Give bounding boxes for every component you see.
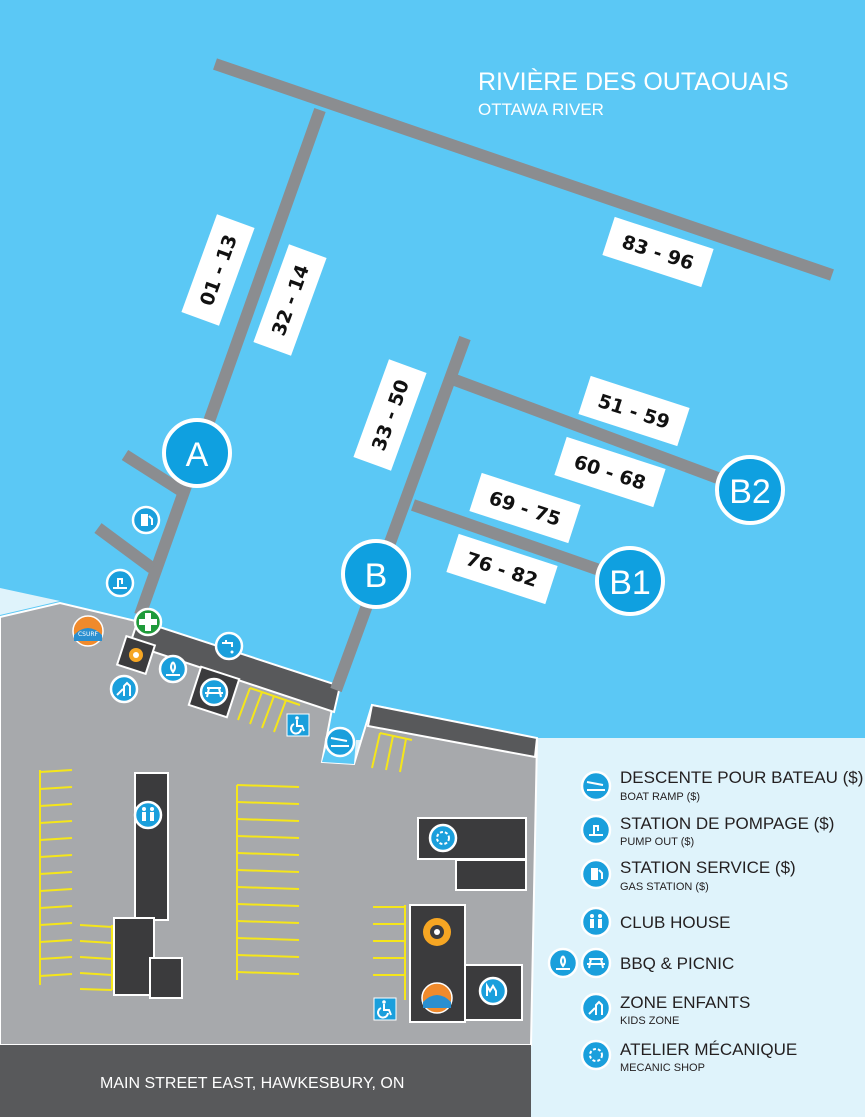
svg-text:B1: B1 — [609, 564, 651, 602]
legend-item-gas-station: STATION SERVICE ($) GAS STATION ($) — [580, 858, 796, 893]
buildings — [113, 634, 527, 1023]
first-aid-icon[interactable] — [133, 607, 163, 637]
water-tap-icon[interactable] — [214, 631, 244, 661]
legend-item-mechanic-shop: ATELIER MÉCANIQUE MECANIC SHOP — [580, 1039, 797, 1074]
svg-text:BBQ & PICNIC: BBQ & PICNIC — [620, 954, 734, 973]
svg-text:BOAT RAMP ($): BOAT RAMP ($) — [620, 791, 700, 803]
pump-out-icon[interactable] — [105, 568, 135, 598]
dock-marker-b1: B1 — [595, 546, 665, 616]
docks — [94, 58, 834, 693]
bbq-icon — [547, 947, 579, 979]
marina-logo-icon — [478, 976, 508, 1006]
legend-item-bbq-picnic: BBQ & PICNIC — [547, 947, 734, 979]
legend: DESCENTE POUR BATEAU ($) BOAT RAMP ($) ST… — [547, 768, 863, 1074]
boat-ramp-icon — [580, 770, 612, 802]
bbq-icon[interactable] — [158, 654, 188, 684]
svg-text:GAS STATION ($): GAS STATION ($) — [620, 881, 709, 893]
club-house-building — [134, 772, 169, 921]
svg-text:CLUB HOUSE: CLUB HOUSE — [620, 913, 731, 932]
main-street-road — [0, 1045, 531, 1117]
building — [464, 964, 523, 1021]
street-label: MAIN STREET EAST, HAWKESBURY, ON — [100, 1075, 404, 1092]
dock-marker-b2: B2 — [715, 455, 785, 525]
gas-station-icon[interactable] — [131, 505, 161, 535]
csurf-logo: CSURF — [72, 615, 104, 647]
boat-ramp-icon[interactable] — [324, 726, 356, 758]
building — [113, 917, 155, 996]
accessible-parking-icon — [373, 997, 397, 1021]
river-title: RIVIÈRE DES OUTAOUAIS — [478, 67, 789, 96]
svg-text:KIDS ZONE: KIDS ZONE — [620, 1015, 679, 1027]
dock-b — [330, 335, 471, 693]
svg-text:B2: B2 — [729, 473, 771, 511]
dock-marker-a: A — [162, 418, 232, 488]
csurf-logo — [421, 982, 453, 1014]
dock-main-breakwater — [213, 58, 834, 281]
dock-b2 — [452, 374, 753, 496]
legend-item-club-house: CLUB HOUSE — [580, 906, 731, 938]
legend-item-pump-out: STATION DE POMPAGE ($) PUMP OUT ($) — [580, 814, 834, 848]
svg-text:STATION SERVICE ($): STATION SERVICE ($) — [620, 858, 796, 877]
dock-a — [134, 107, 326, 618]
building — [149, 957, 183, 999]
building — [455, 859, 527, 891]
club-house-icon — [580, 906, 612, 938]
svg-text:A: A — [186, 436, 209, 474]
dock-b1 — [411, 499, 630, 586]
dock-a-finger — [121, 449, 184, 496]
sun-logo-icon — [129, 648, 143, 662]
svg-text:ATELIER MÉCANIQUE: ATELIER MÉCANIQUE — [620, 1040, 797, 1059]
svg-text:PUMP OUT ($): PUMP OUT ($) — [620, 836, 694, 848]
mechanic-shop-icon — [580, 1039, 612, 1071]
dock-marker-b: B — [341, 539, 411, 609]
mechanic-shop-icon[interactable] — [428, 823, 458, 853]
kids-zone-icon[interactable] — [109, 674, 139, 704]
dock-a-finger — [94, 523, 156, 573]
shore-left — [0, 588, 60, 615]
svg-text:DESCENTE POUR BATEAU ($): DESCENTE POUR BATEAU ($) — [620, 768, 863, 787]
svg-text:CSURF: CSURF — [78, 631, 99, 638]
river-subtitle: OTTAWA RIVER — [478, 100, 604, 119]
legend-item-boat-ramp: DESCENTE POUR BATEAU ($) BOAT RAMP ($) — [580, 768, 863, 803]
accessible-parking-icon — [286, 713, 310, 737]
svg-text:MECANIC SHOP: MECANIC SHOP — [620, 1062, 705, 1074]
svg-text:B: B — [365, 557, 388, 595]
club-house-icon[interactable] — [133, 800, 163, 830]
svg-text:ZONE ENFANTS: ZONE ENFANTS — [620, 993, 750, 1012]
pump-out-icon — [580, 814, 612, 846]
shore-walkway-east — [366, 703, 539, 759]
parking-spaces — [39, 687, 413, 1000]
picnic-icon[interactable] — [199, 677, 229, 707]
legend-item-kids-zone: ZONE ENFANTS KIDS ZONE — [580, 992, 750, 1027]
sun-logo-icon — [423, 918, 451, 946]
svg-text:STATION DE POMPAGE ($): STATION DE POMPAGE ($) — [620, 814, 834, 833]
shore-walkway — [128, 618, 342, 714]
